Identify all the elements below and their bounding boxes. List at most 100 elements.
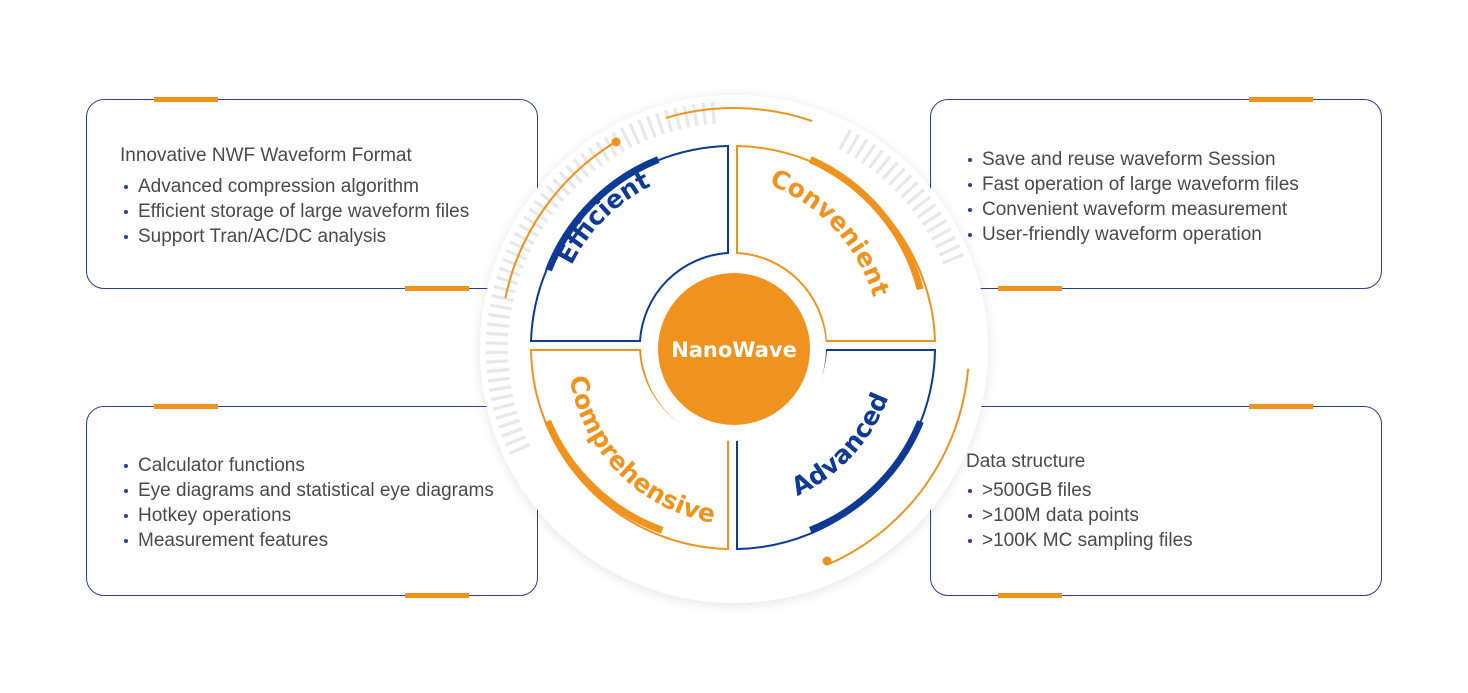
tick-mark <box>682 105 691 128</box>
outer-arc-right <box>829 368 970 565</box>
list-item: >100M data points <box>966 503 1193 528</box>
outer-arc-left <box>504 141 616 299</box>
tick-mark <box>513 231 535 246</box>
tick-mark <box>486 367 510 374</box>
outer-arc-dot <box>822 556 832 566</box>
card-accent-bottom <box>405 593 469 598</box>
tick-mark <box>518 223 540 238</box>
tick-mark <box>868 149 884 169</box>
list-item: >500GB files <box>966 478 1193 503</box>
tick-mark <box>490 393 514 402</box>
tick-mark <box>646 116 657 138</box>
tick-mark <box>846 133 861 155</box>
card-title: Innovative NWF Waveform Format <box>120 145 412 166</box>
tick-mark <box>486 341 509 346</box>
tick-mark <box>921 211 942 226</box>
tick-mark <box>491 294 514 303</box>
tick-mark <box>942 253 964 265</box>
card-accent-bottom <box>998 593 1062 598</box>
tick-mark <box>911 195 931 212</box>
card-accent-top <box>154 97 218 102</box>
tick-mark <box>603 136 618 157</box>
feature-list: Advanced compression algorithm Efficient… <box>122 174 469 249</box>
tick-mark <box>691 104 699 127</box>
tick-mark <box>853 138 869 160</box>
list-item: Hotkey operations <box>122 503 494 528</box>
tick-mark <box>673 107 682 130</box>
tick-mark <box>528 207 549 223</box>
tick-mark <box>486 331 509 337</box>
tick-mark <box>595 141 611 162</box>
tick-mark <box>934 235 957 249</box>
tick-mark <box>926 219 947 234</box>
tick-mark <box>619 127 633 149</box>
tick-mark <box>838 129 852 151</box>
tick-mark <box>505 249 528 261</box>
card-top-left: Innovative NWF Waveform Format Advanced … <box>86 97 538 291</box>
tick-mark <box>710 101 716 125</box>
list-item: Eye diagrams and statistical eye diagram… <box>122 478 494 503</box>
list-item: Convenient waveform measurement <box>966 197 1299 222</box>
tick-mark <box>493 284 516 294</box>
tick-mark <box>860 143 877 164</box>
list-item: Advanced compression algorithm <box>122 174 469 199</box>
feature-list: >500GB files >100M data points >100K MC … <box>966 478 1193 553</box>
tick-mark <box>498 418 521 429</box>
tick-mark <box>501 427 524 438</box>
highlight-arc-efficient <box>545 156 660 272</box>
card-accent-top <box>1249 97 1313 102</box>
tick-mark <box>498 266 521 277</box>
tick-mark <box>508 443 530 456</box>
highlight-arc-comprehensive <box>544 419 664 534</box>
tick-mark <box>894 174 913 193</box>
tick-mark <box>654 112 665 135</box>
tick-mark <box>637 119 649 142</box>
tick-mark <box>900 181 919 199</box>
tick-mark <box>664 110 674 133</box>
tick-mark <box>495 410 518 420</box>
card-bottom-left: Calculator functions Eye diagrams and st… <box>86 404 538 598</box>
feature-list: Calculator functions Eye diagrams and st… <box>122 453 494 553</box>
tick-mark <box>488 312 511 320</box>
card-accent-bottom <box>998 286 1062 291</box>
card-bottom-right: Data structure >500GB files >100M data p… <box>930 404 1382 598</box>
tick-mark <box>523 215 544 230</box>
outer-arc-top <box>665 107 813 122</box>
tick-mark <box>916 203 937 219</box>
highlight-arc-advanced <box>809 420 924 534</box>
tick-mark <box>486 359 509 364</box>
tick-mark <box>881 161 899 181</box>
feature-list: Save and reuse waveform Session Fast ope… <box>966 147 1299 247</box>
tick-mark <box>489 303 512 311</box>
tick-mark <box>509 240 531 253</box>
list-item: Calculator functions <box>122 453 494 478</box>
tick-mark <box>487 322 510 328</box>
card-accent-top <box>154 404 218 409</box>
tick-mark <box>930 227 952 241</box>
card-top-right: Save and reuse waveform Session Fast ope… <box>930 97 1382 291</box>
tick-mark <box>906 188 926 205</box>
tick-mark <box>489 385 512 392</box>
tick-mark <box>628 123 641 145</box>
list-item: >100K MC sampling files <box>966 528 1193 553</box>
card-accent-bottom <box>405 286 469 291</box>
tick-mark <box>487 376 511 383</box>
highlight-arc-convenient <box>808 156 924 291</box>
tick-mark <box>701 102 708 126</box>
list-item: Measurement features <box>122 528 494 553</box>
list-item: Support Tran/AC/DC analysis <box>122 224 469 249</box>
list-item: Fast operation of large waveform files <box>966 172 1299 197</box>
tick-mark <box>502 257 524 269</box>
tick-mark <box>874 155 892 175</box>
tick-mark <box>493 402 516 411</box>
card-title: Data structure <box>966 451 1086 472</box>
list-item: Efficient storage of large waveform file… <box>122 199 469 224</box>
center-circle <box>658 273 810 425</box>
tick-mark <box>938 244 961 257</box>
card-accent-top <box>1249 404 1313 409</box>
outer-arc-dot <box>611 137 621 147</box>
tick-mark <box>496 275 519 286</box>
tick-mark <box>888 167 906 186</box>
list-item: User-friendly waveform operation <box>966 222 1299 247</box>
